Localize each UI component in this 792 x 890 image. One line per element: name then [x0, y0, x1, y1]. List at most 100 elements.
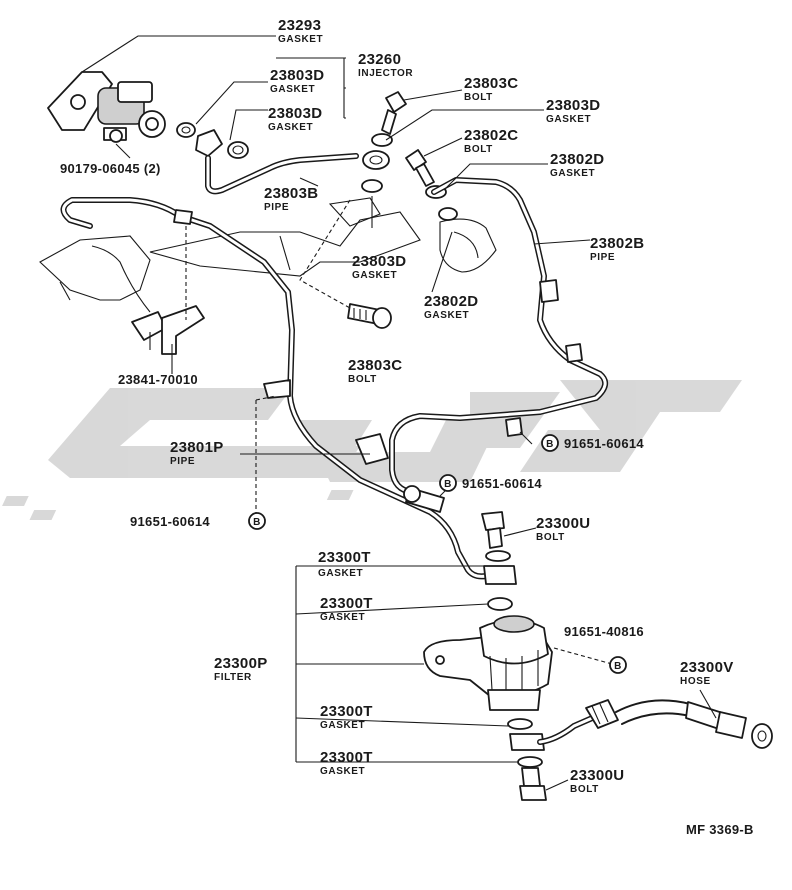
svg-text:90179-06045 (2): 90179-06045 (2)	[60, 161, 161, 176]
svg-text:BOLT: BOLT	[464, 144, 493, 155]
label-23801p: 23801P PIPE	[170, 439, 224, 467]
hose-23300v	[537, 699, 773, 749]
svg-text:23293: 23293	[278, 17, 321, 34]
svg-text:23300V: 23300V	[680, 659, 734, 676]
label-23803c-mid: 23803C BOLT	[348, 357, 402, 385]
svg-text:23300P: 23300P	[214, 655, 268, 672]
svg-text:GASKET: GASKET	[320, 612, 365, 623]
svg-text:23802B: 23802B	[590, 235, 644, 252]
watermark-logo	[2, 380, 742, 520]
bolt-23803c-mid	[347, 303, 392, 329]
svg-text:23300U: 23300U	[536, 515, 590, 532]
svg-text:23803C: 23803C	[348, 357, 402, 374]
svg-text:91651-60614: 91651-60614	[564, 436, 644, 451]
svg-text:INJECTOR: INJECTOR	[358, 68, 413, 79]
bolt-marker-left: B	[248, 512, 266, 530]
dashed-guides	[185, 199, 613, 665]
svg-text:23260: 23260	[358, 51, 401, 68]
label-23803c-top: 23803C BOLT	[464, 75, 518, 103]
leader-lines	[81, 35, 717, 791]
svg-text:GASKET: GASKET	[546, 114, 591, 125]
label-23803d-mid: 23803D GASKET	[352, 253, 406, 281]
bolt-marker-filter: B	[609, 656, 627, 674]
svg-text:GASKET: GASKET	[270, 84, 315, 95]
injector-gaskets	[176, 122, 249, 159]
label-23300u-bot: 23300U BOLT	[570, 767, 624, 795]
label-23300p: 23300P FILTER	[214, 655, 268, 683]
svg-text:B: B	[253, 517, 261, 528]
label-23300v: 23300V HOSE	[680, 659, 734, 687]
svg-text:91651-60614: 91651-60614	[462, 476, 542, 491]
pipe-23803b	[205, 153, 359, 195]
svg-text:23841-70010: 23841-70010	[118, 372, 198, 387]
svg-text:23300T: 23300T	[320, 595, 373, 612]
svg-text:GASKET: GASKET	[352, 270, 397, 281]
label-23803d-c: 23803D GASKET	[546, 97, 600, 125]
svg-text:HOSE: HOSE	[680, 676, 711, 687]
svg-text:PIPE: PIPE	[170, 456, 195, 467]
label-23802d-mid: 23802D GASKET	[424, 293, 478, 321]
label-23300t-2: 23300T GASKET	[320, 595, 373, 623]
svg-text:23802D: 23802D	[424, 293, 478, 310]
label-23802d-top: 23802D GASKET	[550, 151, 604, 179]
pipe-23801p	[60, 197, 489, 580]
svg-text:GASKET: GASKET	[268, 122, 313, 133]
svg-text:B: B	[546, 439, 554, 450]
svg-text:23803D: 23803D	[352, 253, 406, 270]
svg-text:GASKET: GASKET	[320, 766, 365, 777]
label-23803d-b: 23803D GASKET	[268, 105, 322, 133]
svg-text:23300T: 23300T	[320, 703, 373, 720]
svg-text:GASKET: GASKET	[278, 34, 323, 45]
svg-text:PIPE: PIPE	[264, 202, 289, 213]
bolt-marker-right: B	[541, 434, 559, 452]
svg-text:BOLT: BOLT	[464, 92, 493, 103]
label-23293: 23293 GASKET	[278, 17, 323, 45]
svg-text:GASKET: GASKET	[320, 720, 365, 731]
svg-text:23803D: 23803D	[268, 105, 322, 122]
label-91651-60614-left: 91651-60614	[130, 514, 210, 529]
svg-text:FILTER: FILTER	[214, 672, 252, 683]
injector-assembly	[47, 71, 166, 143]
svg-text:91651-40816: 91651-40816	[564, 624, 644, 639]
label-91651-60614-center: 91651-60614	[462, 476, 542, 491]
upper-bolt-stack	[361, 91, 407, 193]
svg-text:BOLT: BOLT	[570, 784, 599, 795]
svg-text:91651-60614: 91651-60614	[130, 514, 210, 529]
svg-text:23803C: 23803C	[464, 75, 518, 92]
clamp-23841-70010	[131, 305, 205, 355]
svg-text:23300T: 23300T	[320, 749, 373, 766]
pipe-23802b	[389, 177, 609, 495]
engine-block-outline	[39, 197, 497, 313]
svg-text:23802D: 23802D	[550, 151, 604, 168]
right-bolt-stack	[405, 149, 458, 221]
filter-bolt-top	[481, 511, 517, 611]
svg-text:BOLT: BOLT	[348, 374, 377, 385]
label-23802b: 23802B PIPE	[590, 235, 644, 263]
fuel-filter-23300p	[423, 615, 553, 711]
label-23802c: 23802C BOLT	[464, 127, 518, 155]
label-90179: 90179-06045 (2)	[60, 161, 161, 176]
svg-text:23802C: 23802C	[464, 127, 518, 144]
label-23300t-4: 23300T GASKET	[320, 749, 373, 777]
svg-text:BOLT: BOLT	[536, 532, 565, 543]
label-23300t-3: 23300T GASKET	[320, 703, 373, 731]
label-23841: 23841-70010	[118, 372, 198, 387]
svg-text:23801P: 23801P	[170, 439, 224, 456]
svg-text:23803D: 23803D	[546, 97, 600, 114]
label-23300t-1: 23300T GASKET	[318, 549, 371, 579]
svg-text:B: B	[444, 479, 452, 490]
label-23260: 23260 INJECTOR	[358, 51, 413, 79]
svg-text:GASKET: GASKET	[318, 568, 363, 579]
svg-text:23803B: 23803B	[264, 185, 318, 202]
svg-text:GASKET: GASKET	[550, 168, 595, 179]
label-23803b: 23803B PIPE	[264, 185, 318, 213]
filter-bottom-stack	[507, 718, 547, 801]
svg-text:PIPE: PIPE	[590, 252, 615, 263]
bolt-91651-60614-center	[403, 485, 445, 513]
label-91651-40816: 91651-40816	[564, 624, 644, 639]
label-23300u-top: 23300U BOLT	[536, 515, 590, 543]
label-23803d-a: 23803D GASKET	[270, 67, 324, 95]
svg-text:23300T: 23300T	[318, 549, 371, 566]
